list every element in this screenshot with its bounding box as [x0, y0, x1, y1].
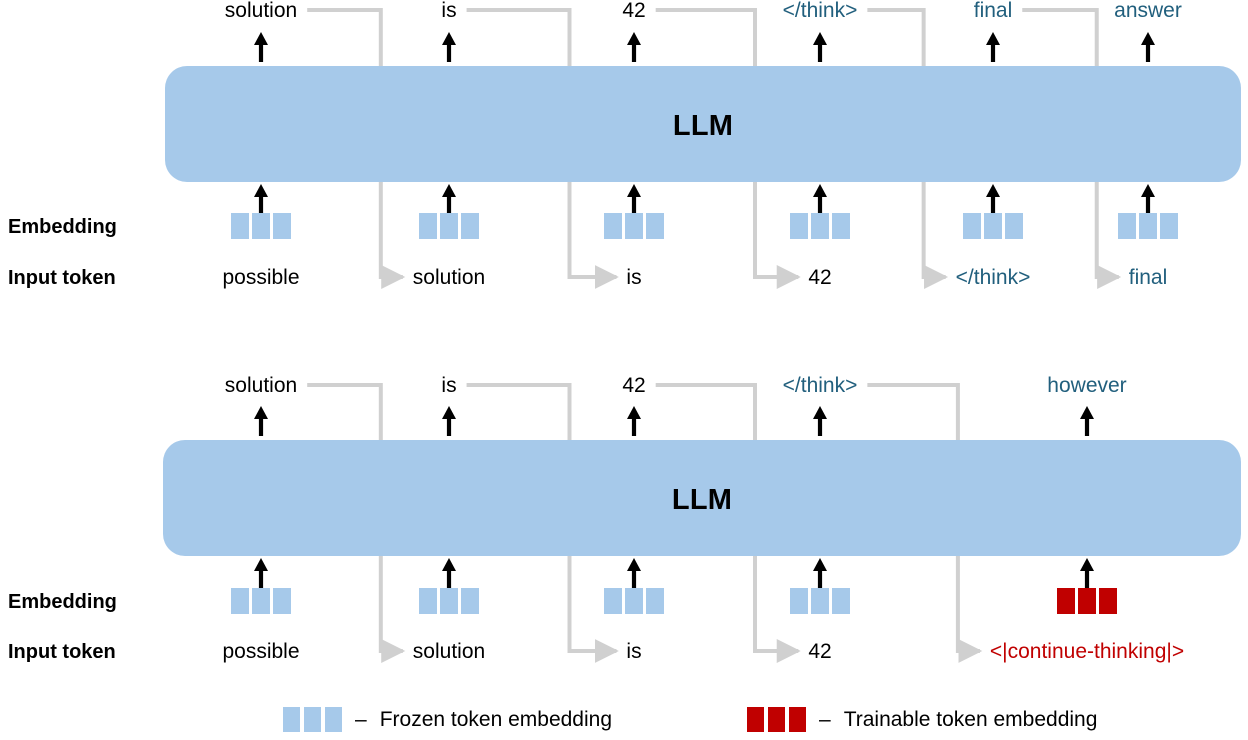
row-label-embedding-bottom: Embedding — [8, 591, 117, 613]
output-arrow-icon — [1078, 406, 1096, 441]
output-arrow-icon — [440, 32, 458, 67]
legend-frozen: – Frozen token embedding — [283, 707, 612, 732]
embedding-arrow-icon — [625, 184, 643, 219]
input-token: solution — [412, 266, 486, 289]
input-token: possible — [222, 640, 300, 663]
frozen-embedding-swatch-icon — [604, 213, 664, 239]
llm-block-top — [165, 66, 1241, 182]
output-arrow-icon — [811, 32, 829, 67]
input-token: is — [626, 266, 642, 289]
input-token: is — [626, 640, 642, 663]
output-arrow-icon — [440, 406, 458, 441]
legend-trainable-label: Trainable token embedding — [843, 707, 1098, 731]
input-token: <|continue-thinking|> — [989, 640, 1185, 663]
input-token: solution — [412, 640, 486, 663]
embedding-arrow-icon — [811, 558, 829, 593]
legend-frozen-label: Frozen token embedding — [379, 707, 612, 731]
output-token: </think> — [782, 0, 858, 22]
frozen-embedding-swatch-icon — [1118, 213, 1178, 239]
output-arrow-icon — [984, 32, 1002, 67]
embedding-arrow-icon — [625, 558, 643, 593]
input-token: 42 — [808, 266, 832, 289]
input-token: 42 — [808, 640, 832, 663]
frozen-embedding-swatch-icon — [419, 588, 479, 614]
output-token: </think> — [782, 374, 858, 397]
legend-trainable: – Trainable token embedding — [747, 707, 1097, 732]
trainable-embedding-swatch-icon — [747, 707, 806, 732]
llm-block-bottom — [163, 440, 1241, 556]
output-arrow-icon — [252, 406, 270, 441]
output-token: 42 — [622, 374, 646, 397]
embedding-arrow-icon — [1139, 184, 1157, 219]
frozen-embedding-swatch-icon — [283, 707, 342, 732]
llm-label-top: LLM — [672, 110, 734, 142]
frozen-embedding-swatch-icon — [604, 588, 664, 614]
embedding-arrow-icon — [440, 184, 458, 219]
output-token: solution — [224, 374, 298, 397]
embedding-arrow-icon — [1078, 558, 1096, 593]
output-arrow-icon — [252, 32, 270, 67]
embedding-arrow-icon — [984, 184, 1002, 219]
input-token: possible — [222, 266, 300, 289]
output-token: final — [973, 0, 1013, 22]
llm-label-bottom: LLM — [671, 484, 733, 516]
output-arrow-icon — [1139, 32, 1157, 67]
trainable-embedding-swatch-icon — [1057, 588, 1117, 614]
embedding-arrow-icon — [440, 558, 458, 593]
frozen-embedding-swatch-icon — [790, 588, 850, 614]
embedding-arrow-icon — [252, 184, 270, 219]
output-arrow-icon — [625, 406, 643, 441]
frozen-embedding-swatch-icon — [231, 588, 291, 614]
frozen-embedding-swatch-icon — [790, 213, 850, 239]
output-token: is — [441, 0, 457, 22]
output-token: solution — [224, 0, 298, 22]
row-label-input-token-bottom: Input token — [8, 641, 116, 663]
output-token: answer — [1114, 0, 1182, 22]
frozen-embedding-swatch-icon — [419, 213, 479, 239]
output-token: is — [441, 374, 457, 397]
embedding-arrow-icon — [811, 184, 829, 219]
frozen-embedding-swatch-icon — [963, 213, 1023, 239]
embedding-arrow-icon — [252, 558, 270, 593]
output-arrow-icon — [625, 32, 643, 67]
row-label-embedding-top: Embedding — [8, 216, 117, 238]
input-token: </think> — [955, 266, 1031, 289]
row-label-input-token-top: Input token — [8, 267, 116, 289]
output-token: however — [1047, 374, 1127, 397]
frozen-embedding-swatch-icon — [231, 213, 291, 239]
legend-frozen-dash: – — [355, 707, 367, 731]
legend-trainable-dash: – — [819, 707, 831, 731]
output-token: 42 — [622, 0, 646, 22]
input-token: final — [1128, 266, 1168, 289]
output-arrow-icon — [811, 406, 829, 441]
